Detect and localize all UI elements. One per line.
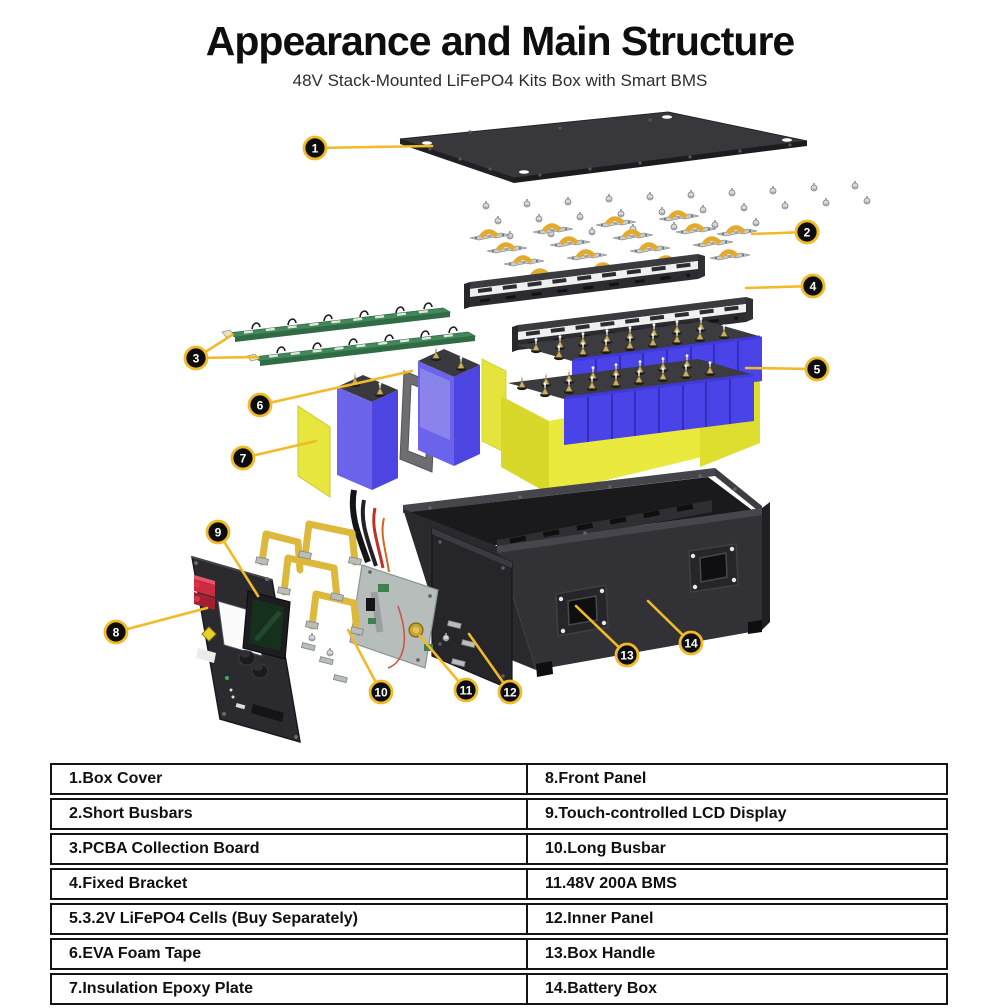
callout-5: 5 (744, 356, 830, 382)
part-label: 14.Battery Box (545, 980, 658, 997)
table-row: 4.Fixed Bracket 11.48V 200A BMS (50, 868, 948, 900)
svg-text:13: 13 (620, 649, 634, 663)
table-row: 7.Insulation Epoxy Plate 14.Battery Box (50, 973, 948, 1005)
table-row: 1.Box Cover 8.Front Panel (50, 763, 948, 795)
part-label: 2.Short Busbars (52, 800, 528, 828)
svg-text:11: 11 (460, 684, 473, 698)
table-row: 5.3.2V LiFePO4 Cells (Buy Separately) 12… (50, 903, 948, 935)
callouts-layer: 1 2 3 4 5 (103, 135, 830, 705)
callout-1: 1 (302, 135, 434, 161)
page-title: Appearance and Main Structure (205, 18, 795, 64)
callout-6: 6 (247, 369, 414, 418)
table-row: 3.PCBA Collection Board 10.Long Busbar (50, 833, 948, 865)
battery-pack-part (501, 316, 762, 494)
callout-3: 3 (183, 333, 260, 371)
part-label: 4.Fixed Bracket (52, 870, 528, 898)
part-label: 13.Box Handle (545, 945, 656, 962)
svg-text:1: 1 (312, 142, 319, 156)
callout-9: 9 (205, 519, 260, 598)
callout-11: 11 (418, 634, 479, 703)
callout-10: 10 (346, 628, 394, 705)
page-subtitle: 48V Stack-Mounted LiFePO4 Kits Box with … (292, 71, 708, 90)
part-label: 10.Long Busbar (545, 840, 666, 857)
svg-text:7: 7 (240, 452, 247, 466)
parts-table: 1.Box Cover 8.Front Panel 2.Short Busbar… (50, 763, 948, 1008)
box-cover-part (399, 111, 808, 183)
busbar-tips (255, 550, 476, 684)
epoxy-plate-part (297, 405, 331, 498)
part-label: 1.Box Cover (52, 765, 528, 793)
part-label: 7.Insulation Epoxy Plate (52, 975, 528, 1003)
eva-foam-cells-part (337, 345, 507, 490)
header: Appearance and Main Structure 48V Stack-… (0, 0, 1000, 91)
part-label: 11.48V 200A BMS (545, 875, 677, 892)
svg-text:12: 12 (503, 686, 517, 700)
svg-text:10: 10 (374, 686, 388, 700)
svg-text:5: 5 (814, 363, 821, 377)
svg-text:9: 9 (215, 526, 222, 540)
bms-part (349, 489, 439, 669)
svg-text:4: 4 (810, 280, 817, 294)
svg-text:14: 14 (684, 637, 698, 651)
part-label: 9.Touch-controlled LCD Display (545, 805, 787, 822)
part-label: 6.EVA Foam Tape (52, 940, 528, 968)
svg-text:6: 6 (257, 399, 264, 413)
lcd-display-part (242, 590, 291, 660)
part-label: 12.Inner Panel (545, 910, 654, 927)
table-row: 2.Short Busbars 9.Touch-controlled LCD D… (50, 798, 948, 830)
part-label: 3.PCBA Collection Board (52, 835, 528, 863)
part-label: 5.3.2V LiFePO4 Cells (Buy Separately) (52, 905, 528, 933)
callout-4: 4 (744, 273, 826, 299)
callout-7: 7 (230, 439, 318, 471)
svg-text:3: 3 (193, 352, 200, 366)
svg-text:8: 8 (113, 626, 120, 640)
part-label: 8.Front Panel (545, 770, 647, 787)
callout-2: 2 (750, 219, 820, 245)
table-row: 6.EVA Foam Tape 13.Box Handle (50, 938, 948, 970)
callout-12: 12 (467, 632, 523, 705)
callout-8: 8 (103, 606, 209, 645)
callout-14: 14 (646, 599, 704, 656)
callout-13: 13 (574, 604, 640, 668)
svg-text:2: 2 (804, 226, 811, 240)
